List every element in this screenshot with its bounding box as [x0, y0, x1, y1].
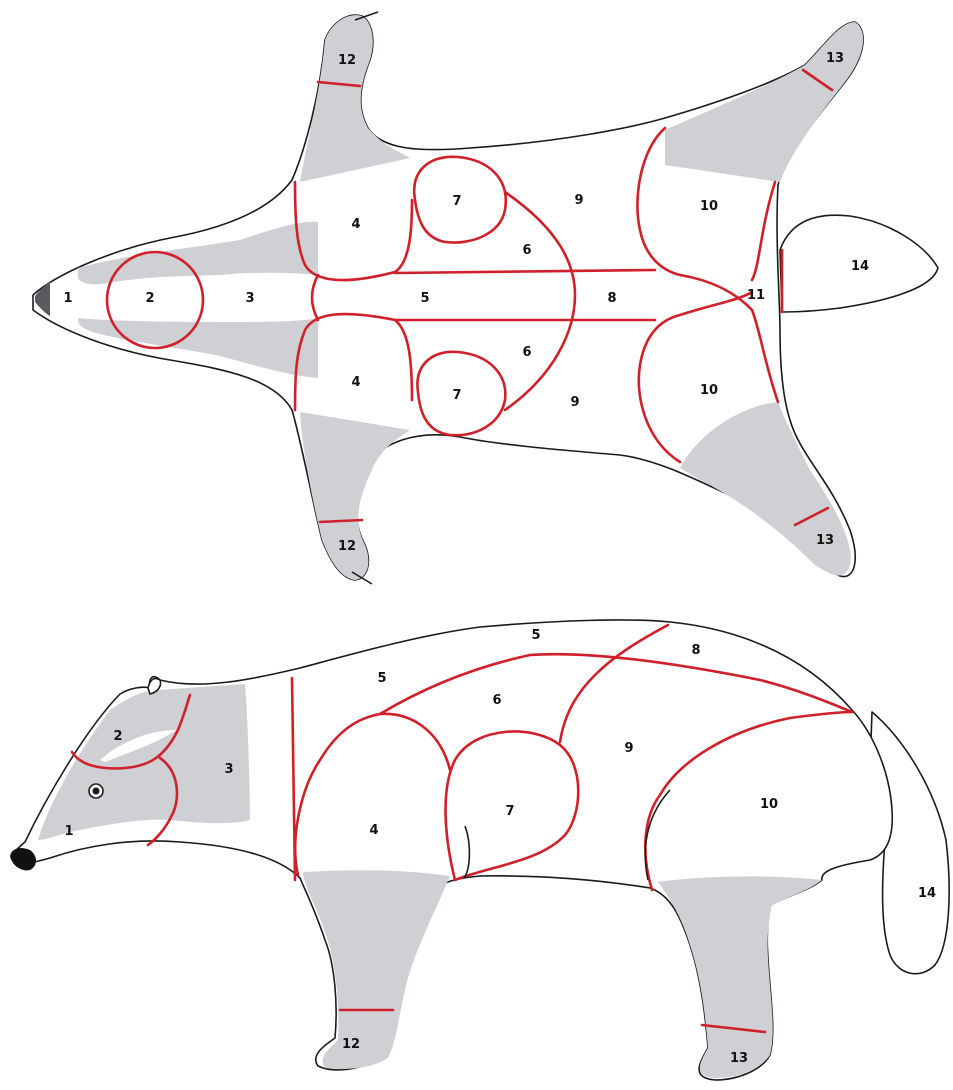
top-label-spine: 5: [420, 291, 429, 306]
top-label-flank-top: 9: [574, 193, 583, 208]
top-label-shoulder-top: 4: [351, 217, 360, 232]
top-label-shoulder-bottom: 4: [351, 375, 360, 390]
side-label-nose: 1: [64, 824, 73, 839]
side-grey-hindleg: [658, 876, 822, 1078]
side-label-forehead: 2: [113, 729, 122, 744]
top-label-thigh-top: 10: [700, 199, 718, 214]
top-grey-foreleg-lower: [300, 412, 410, 580]
side-label-shoulder: 4: [369, 823, 378, 838]
top-label-neck: 3: [245, 291, 254, 306]
side-label-spine-front: 5: [377, 671, 386, 686]
side-label-rump: 8: [691, 643, 700, 658]
top-label-rib-bottom: 6: [522, 345, 531, 360]
top-label-nose: 1: [63, 291, 72, 306]
top-view-pelt: 1 2 3 4 4 5 7 7 6 6 9 9 8 10 10 11 14 12…: [33, 12, 938, 584]
top-label-tail-base: 11: [747, 288, 765, 303]
top-label-foreleg-top: 12: [338, 53, 356, 68]
top-label-forehead: 2: [145, 291, 154, 306]
top-label-rib-top: 6: [522, 243, 531, 258]
side-view-animal: 1 2 3 5 5 6 8 9 4 7 10 14 12 13: [10, 620, 949, 1080]
top-grey-hindleg-upper: [665, 22, 863, 182]
side-grey-foreleg: [303, 870, 450, 1069]
top-label-flank-bottom: 9: [570, 395, 579, 410]
side-label-hindleg: 13: [730, 1051, 748, 1066]
side-label-flank: 9: [624, 741, 633, 756]
top-label-foreleg-bottom: 12: [338, 539, 356, 554]
top-label-rump-spine: 8: [607, 291, 616, 306]
top-label-tail: 14: [851, 259, 869, 274]
side-label-tail: 14: [918, 886, 936, 901]
side-label-neck: 3: [224, 762, 233, 777]
top-label-hindleg-top: 13: [826, 51, 844, 66]
side-label-ribs: 6: [492, 693, 501, 708]
top-label-hindleg-bottom: 13: [816, 533, 834, 548]
top-label-elbow-top: 7: [452, 194, 461, 209]
side-label-foreleg: 12: [342, 1037, 360, 1052]
top-label-thigh-bottom: 10: [700, 383, 718, 398]
side-eye-pupil: [93, 788, 100, 795]
side-label-elbow: 7: [505, 804, 514, 819]
top-label-elbow-bottom: 7: [452, 388, 461, 403]
side-label-spine-back: 5: [531, 628, 540, 643]
side-eye: [89, 784, 103, 798]
side-label-thigh: 10: [760, 797, 778, 812]
